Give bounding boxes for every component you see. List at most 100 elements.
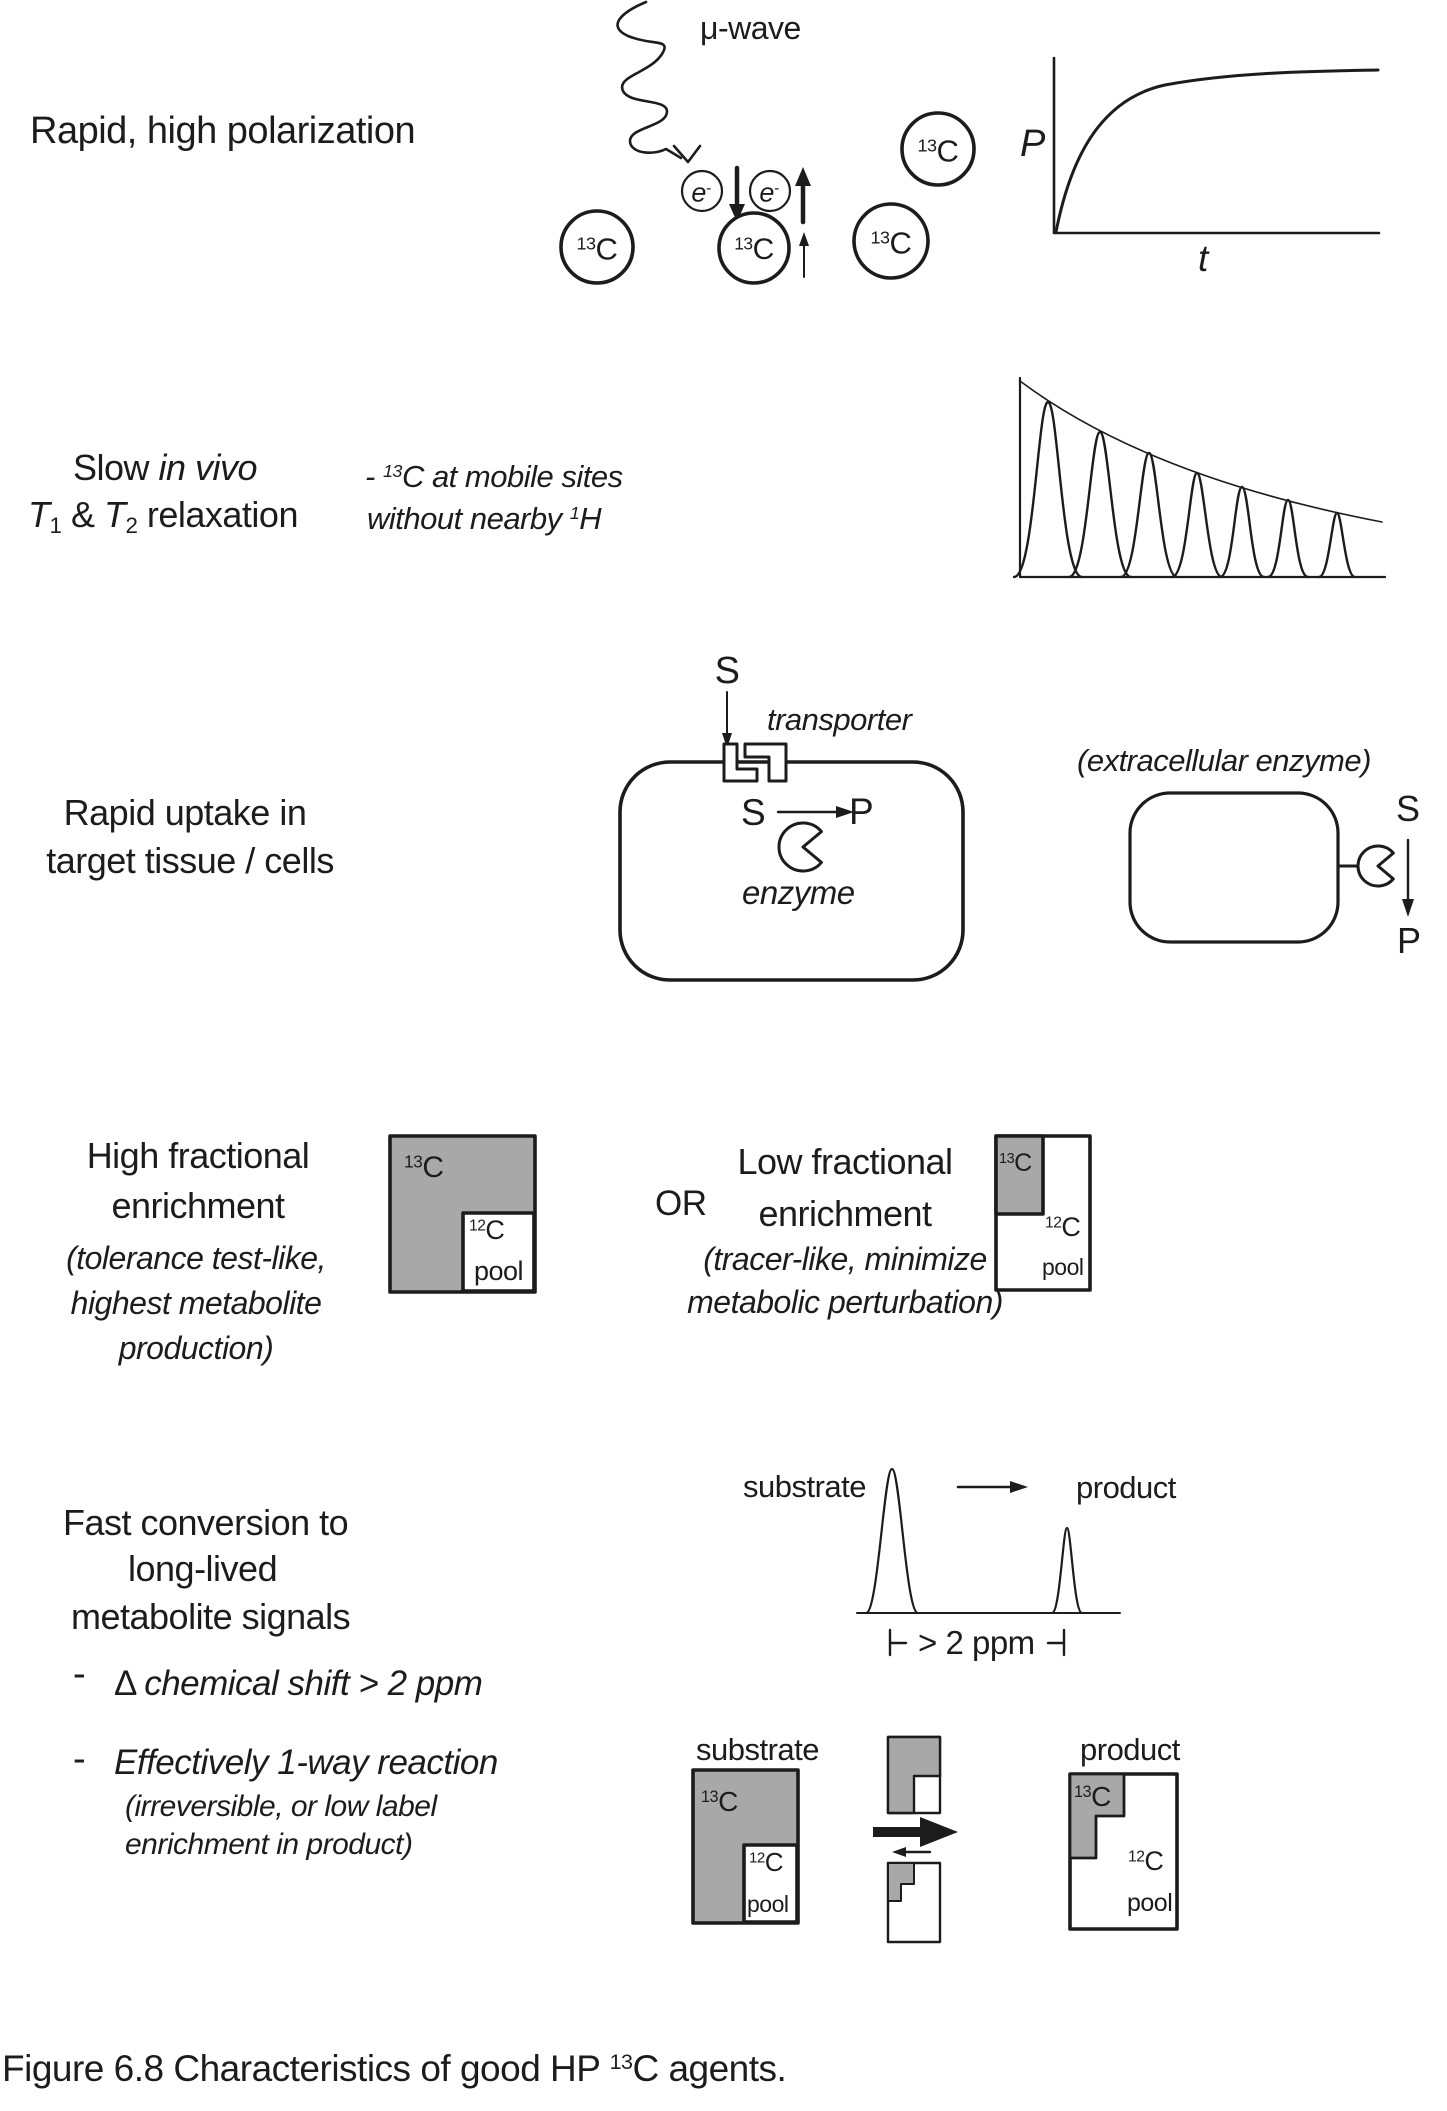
isotope-symbol: C (485, 1215, 505, 1245)
electron-label: e- (691, 177, 711, 208)
substrate-s-label: S (714, 650, 740, 692)
isotope-symbol: C (1061, 1212, 1081, 1242)
extracellular-enzyme-label: (extracellular enzyme) (1077, 743, 1371, 778)
decay-envelope (1019, 380, 1383, 523)
section5-title-line3: metabolite signals (71, 1596, 351, 1637)
bullet2-note2: enrichment in product) (125, 1828, 413, 1861)
uwave-label: μ-wave (700, 10, 801, 46)
relaxation-word: relaxation (137, 494, 299, 535)
t1-subscript: 1 (49, 513, 62, 539)
extracellular-cell (1128, 791, 1340, 944)
spin-down-arrowhead (729, 204, 745, 222)
ppm-label: > 2 ppm (918, 1624, 1035, 1661)
pool-label: pool (747, 1891, 789, 1917)
caption-pre: Figure 6.8 Characteristics of good HP (2, 2048, 610, 2089)
extracellular-enzyme-diagram (1128, 791, 1414, 944)
bullet-dash: - (73, 1738, 86, 1780)
isotope-symbol: C (718, 1786, 738, 1817)
section1-title: Rapid, high polarization (30, 110, 416, 152)
electron-pair (680, 165, 811, 278)
c12-pool-region (742, 1843, 799, 1924)
pool-label: pool (1042, 1254, 1084, 1280)
pool-label: pool (1127, 1889, 1173, 1917)
c13-label: 13C (999, 1151, 1032, 1176)
graph-axes (1052, 56, 1381, 235)
isotope-superscript: 13 (701, 1788, 719, 1807)
c12-label: 12C (1128, 1848, 1164, 1875)
conversion-arrowhead (1010, 1481, 1028, 1493)
caption-post: C agents. (632, 2048, 787, 2089)
electron-circle (680, 169, 724, 213)
isotope-superscript: 1 (569, 503, 580, 524)
t2-subscript: 2 (125, 513, 138, 539)
spectrum-substrate-label: substrate (743, 1469, 867, 1504)
c12-label: 12C (469, 1215, 505, 1245)
c13-circle (900, 111, 976, 187)
high-enrichment-note3: production) (118, 1330, 274, 1366)
transporter-piece-left (722, 742, 759, 783)
t-symbol: T (28, 494, 50, 535)
isotope-symbol: C (422, 1151, 444, 1184)
spin-up-arrowhead (795, 167, 811, 186)
ampersand: & (61, 494, 104, 535)
c13-label: 13C (734, 235, 774, 265)
polarization-axis-y: P (1020, 123, 1045, 165)
isotope-superscript: 13 (576, 233, 597, 254)
spectrum-diagram (856, 1467, 1121, 1657)
electron-charge: - (705, 179, 711, 197)
buildup-curve (1054, 68, 1380, 234)
t-symbol: T (103, 494, 126, 535)
c13-label: 13C (918, 136, 959, 167)
decay-signal-graph (1012, 376, 1387, 579)
c13-stair-region (1068, 1772, 1126, 1860)
electron-symbol: e (759, 177, 774, 208)
c13-circle (559, 209, 635, 285)
or-label: OR (655, 1184, 707, 1223)
high-enrichment-note2: highest metabolite (70, 1285, 322, 1321)
isotope-superscript: 12 (1045, 1214, 1062, 1232)
extracellular-p-label: P (1397, 920, 1421, 961)
mini-box-top-gray (886, 1735, 942, 1815)
small-spin-up-arrowhead (799, 232, 809, 246)
peak-7 (1317, 511, 1357, 579)
extracellular-s-label: S (1396, 788, 1420, 829)
reverse-arrowhead (892, 1847, 906, 1857)
c13-label: 13C (1074, 1783, 1111, 1811)
isotope-superscript: 13 (609, 2050, 633, 2075)
extracellular-reaction-arrowhead (1402, 899, 1414, 917)
isotope-symbol: C (936, 133, 959, 169)
figure-caption: Figure 6.8 Characteristics of good HP 13… (2, 2048, 787, 2089)
enzyme-pacman (777, 821, 823, 873)
high-enrichment-note1: (tolerance test-like, (66, 1240, 326, 1276)
isotope-superscript: 13 (734, 233, 753, 254)
delta-symbol: Δ (114, 1664, 135, 1703)
title-italic: in vivo (158, 447, 258, 488)
c13-label: 13C (404, 1153, 444, 1183)
isotope-superscript: 12 (749, 1849, 765, 1867)
low-enrichment-note2: metabolic perturbation) (687, 1284, 1003, 1320)
low-enrichment-line2: enrichment (758, 1193, 932, 1234)
title-plain: Slow (72, 447, 159, 488)
bullet-dash: - (73, 1653, 86, 1695)
electron-charge: - (773, 179, 779, 197)
squiggle (616, 0, 683, 160)
peak-5 (1218, 485, 1266, 579)
low-enrichment-line1: Low fractional (737, 1141, 953, 1182)
isotope-superscript: 13 (870, 227, 891, 248)
forward-arrow (873, 1817, 958, 1847)
isotope-symbol: C (595, 231, 618, 267)
isotope-superscript: 12 (469, 1217, 486, 1235)
electron-symbol: e (691, 177, 706, 208)
polarization-axis-x: t (1198, 238, 1208, 279)
mini-box-bottom-gray (887, 1862, 915, 1902)
transporter-label: transporter (767, 702, 912, 737)
intracellular-s-label: S (741, 792, 766, 833)
bullet2-text: Effectively 1-way reaction (114, 1743, 498, 1782)
isotope-symbol: C (1091, 1781, 1111, 1812)
high-enrichment-line1: High fractional (86, 1135, 310, 1176)
high-enrichment-line2: enrichment (111, 1185, 285, 1226)
product-box-label: product (1080, 1732, 1180, 1767)
equilibrium-mini-boxes (873, 1735, 958, 1944)
